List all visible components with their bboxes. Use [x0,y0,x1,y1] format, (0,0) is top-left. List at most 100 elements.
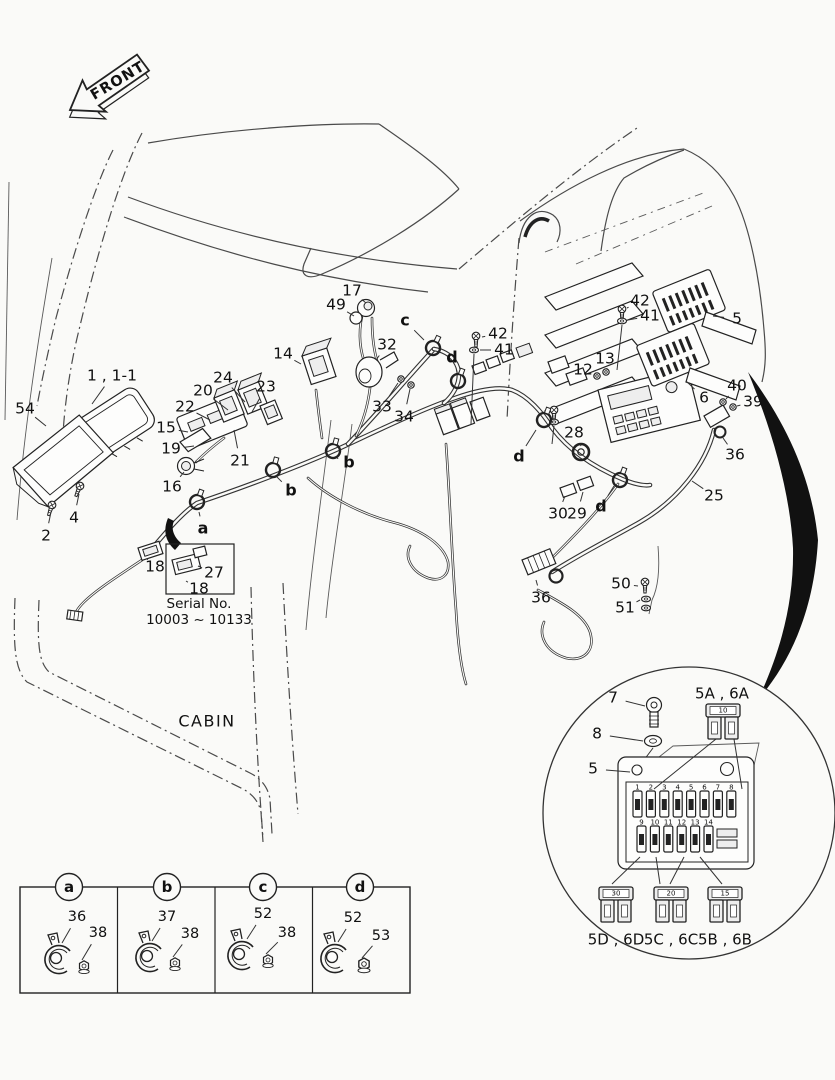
fuse-pos-3: 3 [662,784,666,792]
callout-d: d [446,348,457,367]
callout-30: 30 [548,505,568,523]
fuse-slot-inner [702,799,707,810]
fuse-amp: 20 [667,890,676,898]
callout-leader [413,329,425,341]
callout-leader [146,558,149,561]
callout-8: 8 [592,725,602,743]
horn-icon-d [320,931,347,974]
callout-leader [91,386,105,405]
callout-28: 28 [564,424,584,442]
callout-leader [81,943,92,961]
callout-16: 16 [162,478,182,496]
callout-54: 54 [15,400,35,418]
callout-leader [627,317,638,321]
legend-ref-circle-d [345,872,375,902]
callout-leader [183,445,195,448]
callout-34: 34 [394,408,414,426]
callout-leader [336,457,339,459]
fuse-pos-11: 11 [664,819,673,827]
callout-41: 41 [494,341,514,359]
callout-leader [233,429,239,449]
buzzer-unit [355,351,399,388]
callout-33: 33 [372,398,392,416]
legend-part-52: 52 [344,910,362,926]
fuse-group-label: 5C , 6C [644,931,698,949]
legend-ref-circle-b [152,872,182,902]
callout-6: 6 [699,389,709,407]
bolt-icon-38b [169,957,181,972]
connector-18 [137,540,164,562]
callout-leader [34,416,47,427]
legend-ref-a: a [64,878,74,896]
callout-51: 51 [615,599,635,617]
callout-leader [691,480,704,490]
screw-42-a [471,331,481,348]
clamp-b2 [323,435,345,461]
fuse-slot-inner [692,834,698,845]
callout-18: 18 [189,580,209,598]
callout-29: 29 [567,505,587,523]
callout-5: 5 [588,760,598,778]
callout-leader [61,928,71,944]
callout-49: 49 [326,296,346,314]
relay-cluster [433,342,588,436]
legend-part-53: 53 [372,928,390,944]
nut-icon-53 [357,957,371,974]
callout-leader [198,511,201,517]
legend-part-37: 37 [158,909,176,925]
fuse-pos-14: 14 [704,819,713,827]
callout-leader [593,374,596,376]
legend-ref-circle-a [54,872,84,902]
callout-leader [736,404,741,407]
callout-22: 22 [175,398,195,416]
callout-42: 42 [630,292,650,310]
fuse-group-label: 5D , 6D [588,931,645,949]
fuse-slot-inner [635,799,640,810]
callout-leader [607,485,615,497]
dash-components [12,269,757,622]
callout-leader [626,306,629,309]
fuse-pos-8: 8 [729,784,733,792]
callout-leader [375,355,380,361]
fuse-slot-inner [715,799,721,810]
plug-end [66,609,84,622]
callout-12: 12 [573,361,593,379]
bolt-40 [719,398,727,406]
callout-d: d [595,497,606,516]
fuse-pos-9: 9 [639,819,643,827]
callout-36: 36 [531,589,551,607]
callout-leader [535,579,539,586]
fuse-pos-1: 1 [635,784,639,792]
bolt-icon-38c [262,954,274,969]
callout-leader [722,437,728,445]
fuse-pos-12: 12 [677,819,686,827]
front-direction-arrow: FRONT [68,53,151,120]
callout-36: 36 [725,446,745,464]
callout-leader [179,471,185,478]
fuse-pos-5: 5 [689,784,693,792]
callout-leader [197,565,203,569]
callout-leader [605,769,631,773]
fuse-pos-6: 6 [702,784,707,792]
callout-leader [636,599,641,603]
callout-7: 7 [608,689,618,707]
callout-a: a [198,519,209,538]
legend-part-38: 38 [89,925,107,941]
callout-leader [625,700,646,707]
fuse-slot-inner [679,834,685,845]
callout-leader [48,511,52,524]
callout-25: 25 [704,487,724,505]
callout-leader [579,444,582,447]
switch-panel-cluster [176,372,284,476]
bolt-33 [397,375,405,383]
callout-2: 2 [41,527,51,545]
callout-leader [76,493,80,506]
callout-4: 4 [69,509,79,527]
callout-leader [406,388,411,405]
fuse-slot-inner [688,799,694,810]
